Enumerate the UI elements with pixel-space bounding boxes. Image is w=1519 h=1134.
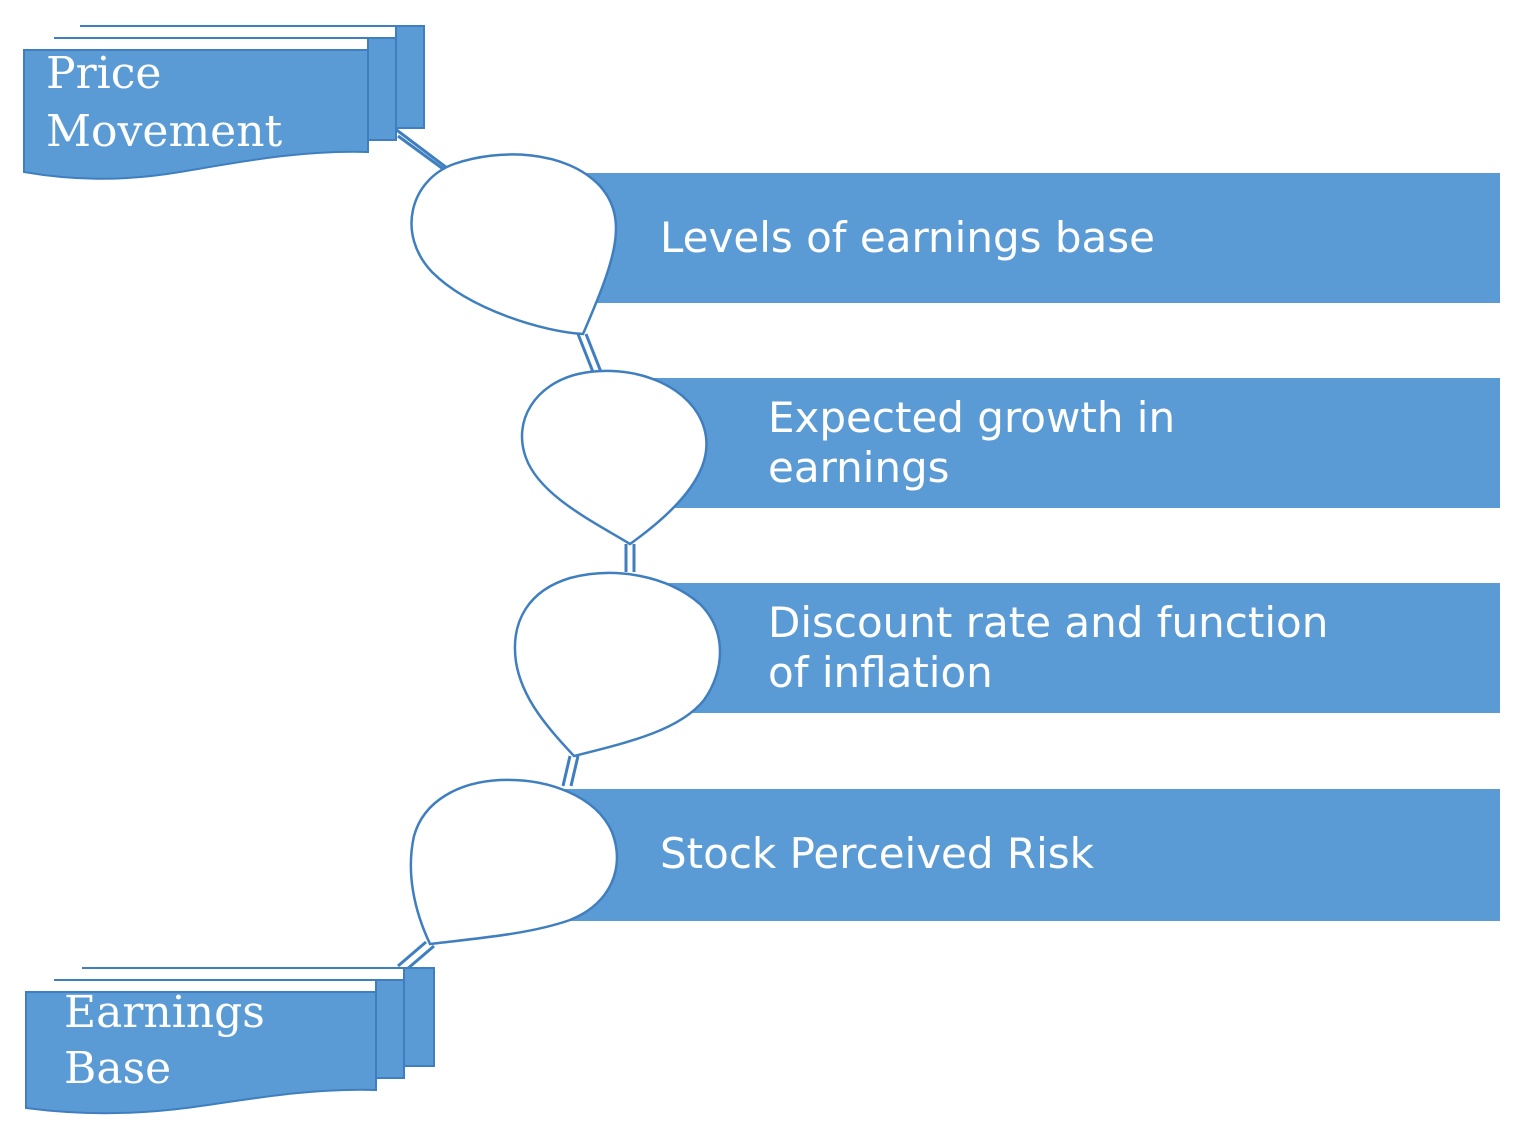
factor-bar-2 — [620, 378, 1500, 508]
factor-label-4-line-1: Stock Perceived Risk — [660, 829, 1095, 878]
factor-label-2-line-1: Expected growth in — [768, 393, 1175, 442]
factor-bar-1 — [512, 173, 1500, 303]
connector-step-1-to-step-2 — [576, 333, 603, 373]
start-document-stack: Price Movement — [23, 25, 425, 180]
end-document-back — [82, 967, 435, 1067]
start-document-middle — [54, 37, 397, 141]
factor-bar-3 — [620, 583, 1500, 713]
end-document-middle — [54, 979, 405, 1079]
end-document-label-line-1: Earnings — [64, 987, 265, 1038]
factor-step-2: Expected growth in earnings — [520, 369, 1500, 546]
factor-label-3-line-2: of inflation — [768, 648, 993, 697]
start-document-label-line-1: Price — [46, 48, 161, 99]
factor-label-1-line-1: Levels of earnings base — [660, 213, 1155, 262]
factor-bar-4 — [512, 789, 1500, 921]
factor-label-3-line-1: Discount rate and function — [768, 598, 1328, 647]
factor-step-1: Levels of earnings base — [410, 153, 1500, 336]
end-document-stack: Earnings Base — [25, 967, 435, 1115]
factor-label-2-line-2: earnings — [768, 443, 950, 492]
factor-node-4 — [409, 778, 619, 946]
factor-step-4: Stock Perceived Risk — [409, 778, 1500, 946]
factor-node-3 — [513, 571, 722, 758]
connectors — [393, 126, 636, 972]
factor-node-1 — [410, 153, 618, 336]
start-document-front — [23, 49, 369, 180]
connector-step-2-to-step-3 — [624, 544, 636, 572]
end-document-label-line-2: Base — [64, 1043, 171, 1094]
connector-step-3-to-step-4 — [561, 755, 580, 787]
factor-step-3: Discount rate and function of inflation — [513, 571, 1500, 758]
start-document-back — [80, 25, 425, 129]
factor-node-2 — [520, 369, 708, 546]
end-document-front — [25, 991, 377, 1115]
start-document-label-line-2: Movement — [46, 106, 283, 157]
connector-step-4-to-doc — [397, 940, 435, 972]
